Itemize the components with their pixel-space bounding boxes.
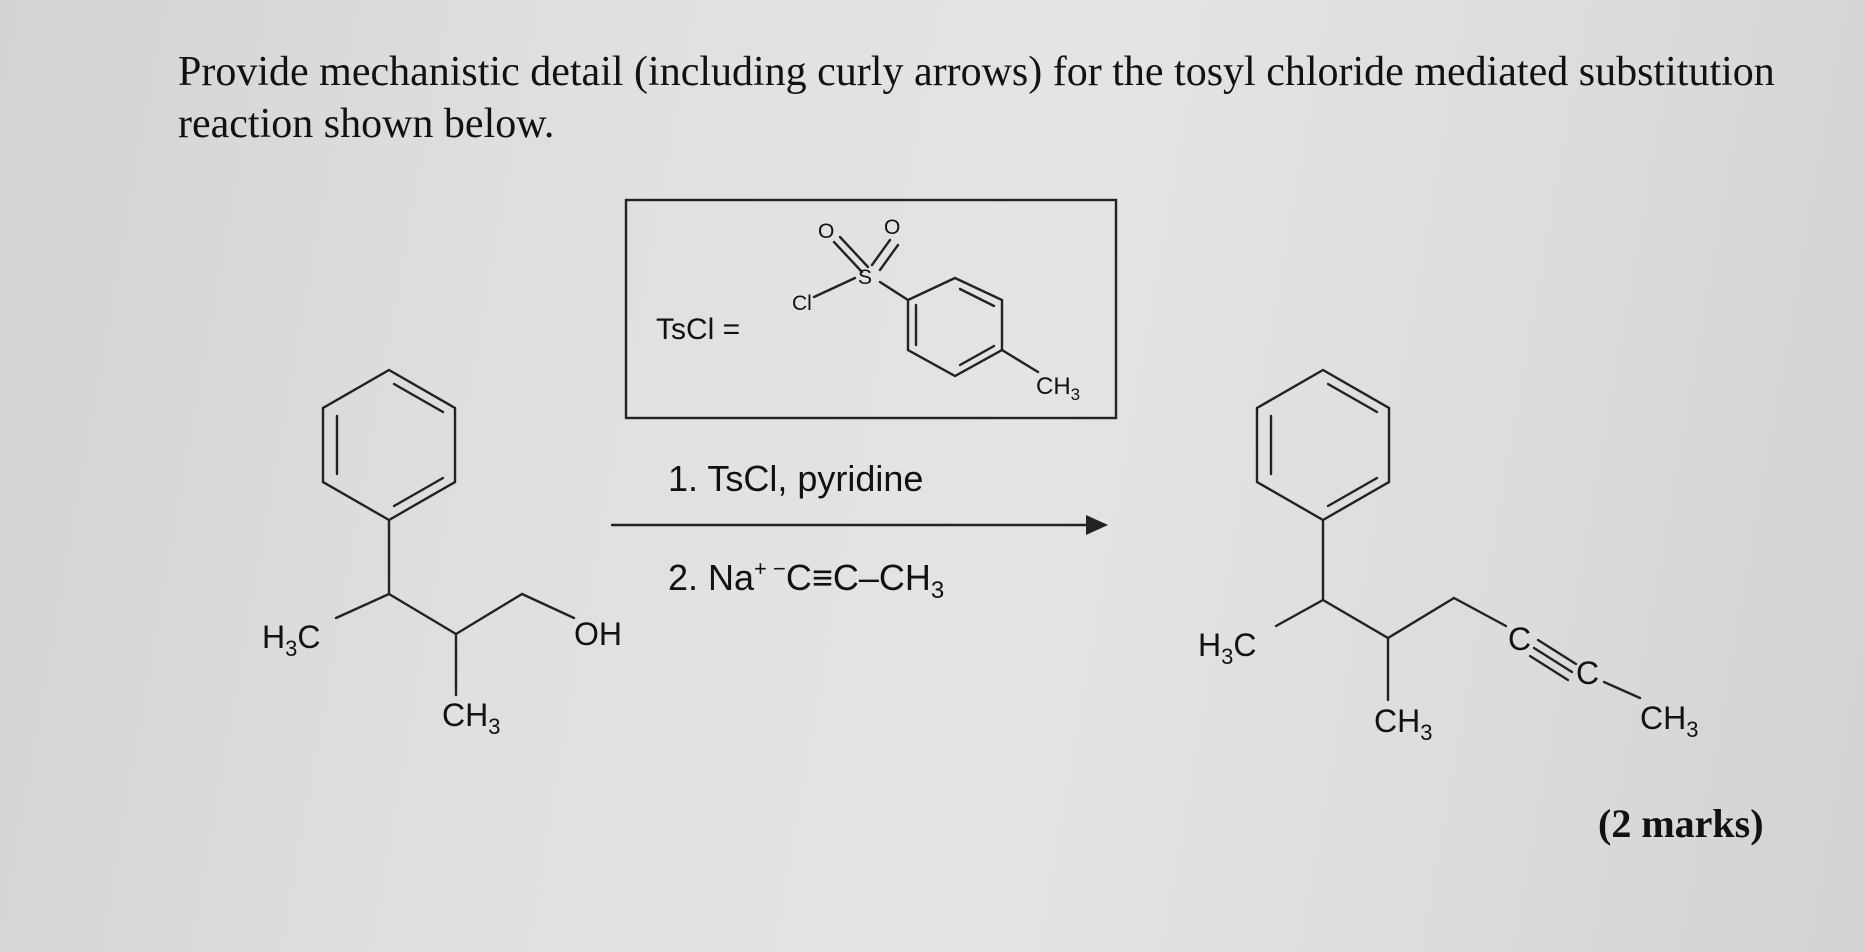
tscl-oxygen-1: O	[818, 220, 834, 243]
tscl-oxygen-2: O	[884, 216, 900, 239]
reactant-h3c: H3C	[262, 619, 320, 661]
product-alkyne-carbon-1: C	[1508, 621, 1531, 657]
reactant-structure	[321, 368, 576, 697]
reactant-hydroxyl: OH	[574, 616, 622, 652]
marks-label: (2 marks)	[1598, 801, 1764, 846]
tscl-chlorine: Cl	[792, 292, 812, 315]
product-h3c: H3C	[1198, 627, 1256, 669]
tscl-sulfur: S	[858, 266, 872, 289]
product-structure	[1255, 368, 1642, 702]
product-alkyne-carbon-2: C	[1576, 655, 1599, 691]
question-text: Provide mechanistic detail (including cu…	[178, 49, 1775, 147]
reactant-methyl: CH3	[442, 697, 500, 739]
reaction-arrow-head	[1086, 515, 1108, 535]
reagent-box	[624, 198, 1118, 420]
tscl-methyl: CH3	[1036, 373, 1080, 404]
tscl-label: TsCl =	[656, 313, 740, 346]
tscl-structure	[812, 235, 1040, 378]
product-methyl: CH3	[1374, 703, 1432, 745]
condition-step-1: 1. TsCl, pyridine	[668, 458, 923, 499]
product-terminal-methyl: CH3	[1640, 700, 1698, 742]
condition-step-2: 2. Na+ −C≡C–CH3	[668, 556, 944, 604]
